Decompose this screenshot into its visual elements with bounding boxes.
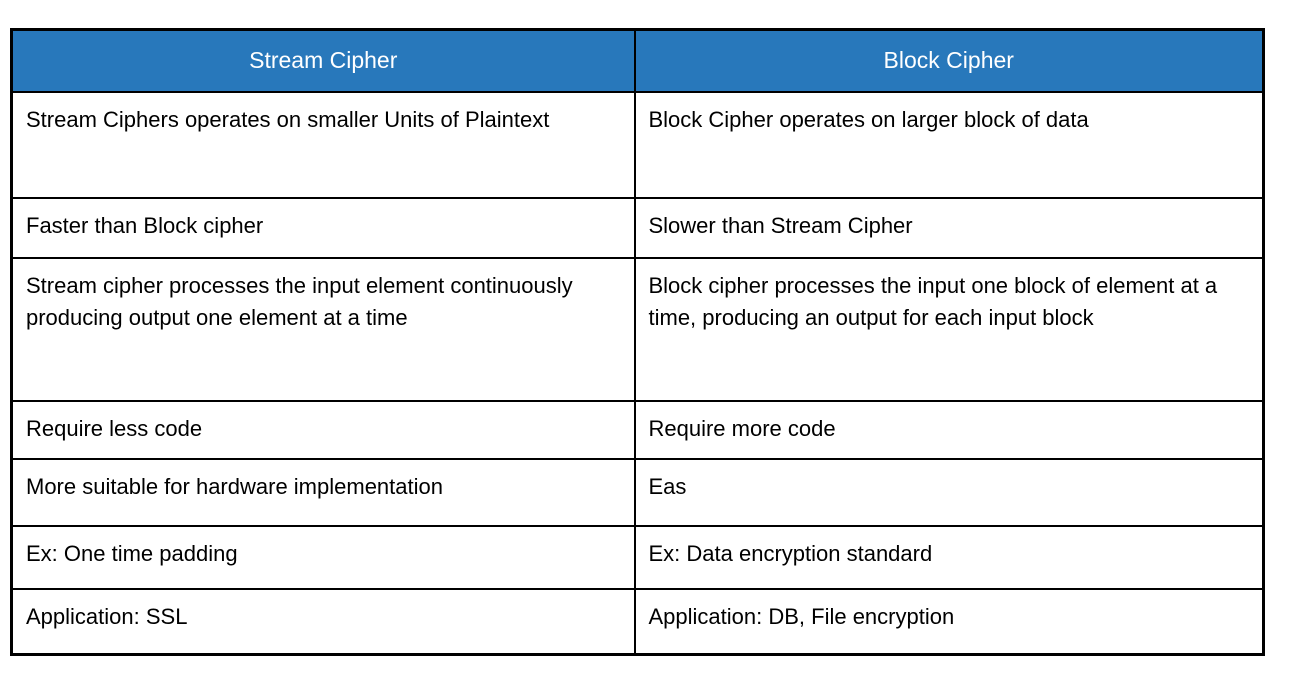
table-row: Require less code Require more code — [10, 399, 1265, 460]
block-cipher-cell: Application: DB, File encryption — [633, 587, 1265, 656]
block-cipher-cell: Ex: Data encryption standard — [633, 524, 1265, 590]
column-header-stream-cipher: Stream Cipher — [10, 28, 636, 93]
block-cipher-cell: Slower than Stream Cipher — [633, 196, 1265, 259]
block-cipher-cell: Eas — [633, 457, 1265, 527]
table-row: Stream cipher processes the input elemen… — [10, 256, 1265, 402]
table-row: More suitable for hardware implementatio… — [10, 457, 1265, 527]
block-cipher-cell: Require more code — [633, 399, 1265, 460]
column-header-block-cipher: Block Cipher — [633, 28, 1265, 93]
block-cipher-cell: Block cipher processes the input one blo… — [633, 256, 1265, 402]
cipher-comparison-table: Stream Cipher Block Cipher Stream Cipher… — [10, 28, 1265, 656]
stream-cipher-cell: Ex: One time padding — [10, 524, 636, 590]
stream-cipher-cell: More suitable for hardware implementatio… — [10, 457, 636, 527]
table-header-row: Stream Cipher Block Cipher — [10, 28, 1265, 93]
stream-cipher-cell: Stream cipher processes the input elemen… — [10, 256, 636, 402]
stream-cipher-cell: Stream Ciphers operates on smaller Units… — [10, 90, 636, 199]
stream-cipher-cell: Application: SSL — [10, 587, 636, 656]
stream-cipher-cell: Require less code — [10, 399, 636, 460]
table-row: Ex: One time padding Ex: Data encryption… — [10, 524, 1265, 590]
stream-cipher-cell: Faster than Block cipher — [10, 196, 636, 259]
table-row: Stream Ciphers operates on smaller Units… — [10, 90, 1265, 199]
table-row: Application: SSL Application: DB, File e… — [10, 587, 1265, 656]
table-row: Faster than Block cipher Slower than Str… — [10, 196, 1265, 259]
block-cipher-cell: Block Cipher operates on larger block of… — [633, 90, 1265, 199]
